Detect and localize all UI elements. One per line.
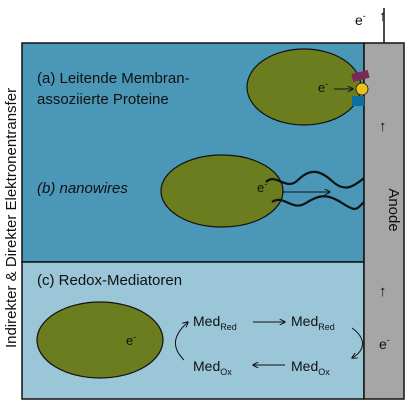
label-c: (c) Redox-Mediatoren <box>37 272 182 289</box>
electron-a: e- <box>318 79 328 95</box>
label-b: (b) nanowires <box>37 180 128 197</box>
nanowire-1 <box>265 170 365 189</box>
arrow-left-cycle <box>175 322 188 361</box>
protein-middle <box>355 82 369 96</box>
protein-bottom <box>352 96 364 106</box>
arrow-up-external: ↑ <box>379 8 387 25</box>
external-electron-label: e- <box>355 11 366 28</box>
label-a-line2: assoziierte Proteine <box>37 91 169 108</box>
med-red-right: MedRed <box>291 313 335 332</box>
label-a-line1: (a) Leitende Membran- <box>37 70 190 87</box>
electron-c: e- <box>126 332 136 348</box>
anode-label: Anode <box>385 188 402 231</box>
cell-a <box>246 48 362 126</box>
arrow-up-anode-1: ↑ <box>379 118 387 135</box>
side-label: Indirekter & Direkter Elektronentransfer <box>3 88 20 348</box>
anode-electron-label: e- <box>379 335 390 352</box>
nanowire-2 <box>271 195 365 210</box>
arrow-up-anode-2: ↑ <box>379 283 387 300</box>
cell-b <box>160 154 284 228</box>
med-ox-left: MedOx <box>193 358 232 377</box>
cell-c <box>36 301 164 379</box>
med-ox-right: MedOx <box>291 358 330 377</box>
protein-top <box>351 69 370 82</box>
arrow-right-cycle <box>352 327 363 358</box>
electron-b: e- <box>257 179 267 195</box>
med-red-left: MedRed <box>193 313 237 332</box>
